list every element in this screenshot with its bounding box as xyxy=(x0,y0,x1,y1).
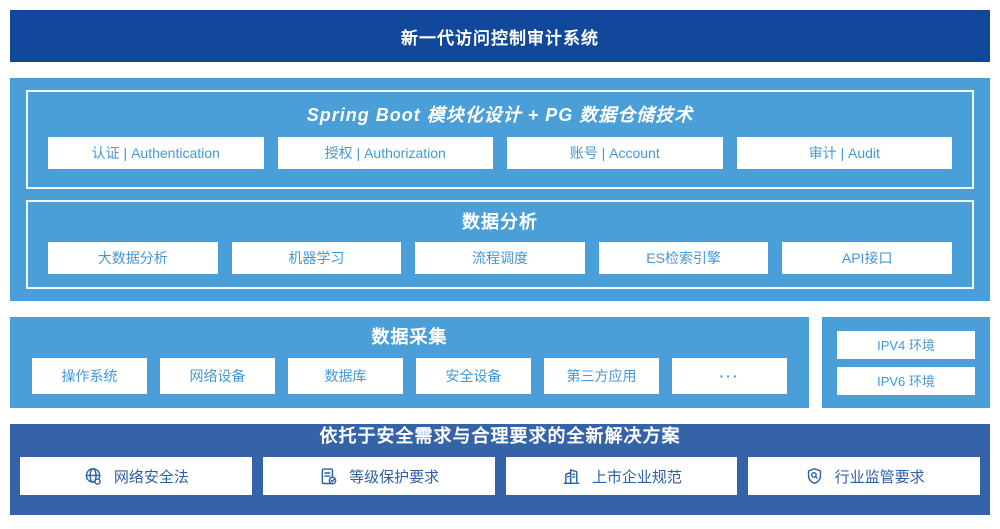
solution-item-label: 上市企业规范 xyxy=(591,468,682,486)
module-audit: 审计 | Audit xyxy=(736,137,952,169)
solution-panel: 依托于安全需求与合理要求的全新解决方案 网络安全法 xyxy=(10,424,990,515)
shield-search-icon xyxy=(804,466,825,487)
analysis-module-row: 大数据分析 机器学习 流程调度 ES检索引擎 API接口 xyxy=(48,242,952,274)
solution-listed-company-standard: 上市企业规范 xyxy=(505,457,738,495)
document-check-icon xyxy=(318,466,339,487)
source-network-devices: 网络设备 xyxy=(160,358,275,394)
module-authentication: 认证 | Authentication xyxy=(48,137,264,169)
solution-item-label: 行业监管要求 xyxy=(834,468,925,486)
globe-icon xyxy=(83,466,104,487)
env-ipv4: IPV4 环境 xyxy=(837,330,975,359)
collection-row: 数据采集 操作系统 网络设备 数据库 安全设备 第三方应用 ··· IPV4 环… xyxy=(10,317,990,408)
solution-item-row: 网络安全法 等级保护要求 xyxy=(20,457,980,495)
analysis-title: 数据分析 xyxy=(462,212,538,232)
source-operating-system: 操作系统 xyxy=(32,358,147,394)
solution-item-label: 网络安全法 xyxy=(113,468,189,486)
solution-classified-protection: 等级保护要求 xyxy=(262,457,495,495)
module-workflow-scheduling: 流程调度 xyxy=(415,242,585,274)
module-machine-learning: 机器学习 xyxy=(231,242,402,274)
platform-panel: Spring Boot 模块化设计 + PG 数据仓储技术 认证 | Authe… xyxy=(10,78,990,301)
framework-title: Spring Boot 模块化设计 + PG 数据仓储技术 xyxy=(306,105,694,125)
collection-source-row: 操作系统 网络设备 数据库 安全设备 第三方应用 ··· xyxy=(32,358,787,394)
source-third-party-apps: 第三方应用 xyxy=(544,358,659,394)
module-es-search-engine: ES检索引擎 xyxy=(598,242,769,274)
environment-panel: IPV4 环境 IPV6 环境 xyxy=(822,317,990,408)
source-more-ellipsis: ··· xyxy=(672,358,787,394)
framework-module-row: 认证 | Authentication 授权 | Authorization 账… xyxy=(48,137,952,169)
solution-industry-regulation: 行业监管要求 xyxy=(748,457,980,495)
module-api-interface: API接口 xyxy=(782,242,952,274)
source-database: 数据库 xyxy=(288,358,403,394)
buildings-icon xyxy=(561,466,582,487)
system-title: 新一代访问控制审计系统 xyxy=(401,28,599,48)
system-title-banner: 新一代访问控制审计系统 xyxy=(10,10,990,62)
solution-title: 依托于安全需求与合理要求的全新解决方案 xyxy=(319,426,681,446)
source-security-devices: 安全设备 xyxy=(416,358,531,394)
collection-title: 数据采集 xyxy=(371,327,448,347)
collection-panel: 数据采集 操作系统 网络设备 数据库 安全设备 第三方应用 ··· xyxy=(10,317,809,408)
env-ipv6: IPV6 环境 xyxy=(837,366,975,395)
framework-section: Spring Boot 模块化设计 + PG 数据仓储技术 认证 | Authe… xyxy=(26,90,974,189)
module-bigdata-analysis: 大数据分析 xyxy=(48,242,218,274)
solution-network-security-law: 网络安全法 xyxy=(20,457,252,495)
module-account: 账号 | Account xyxy=(507,137,723,169)
solution-item-label: 等级保护要求 xyxy=(349,468,440,486)
analysis-section: 数据分析 大数据分析 机器学习 流程调度 ES检索引擎 API接口 xyxy=(26,200,974,289)
module-authorization: 授权 | Authorization xyxy=(277,137,493,169)
